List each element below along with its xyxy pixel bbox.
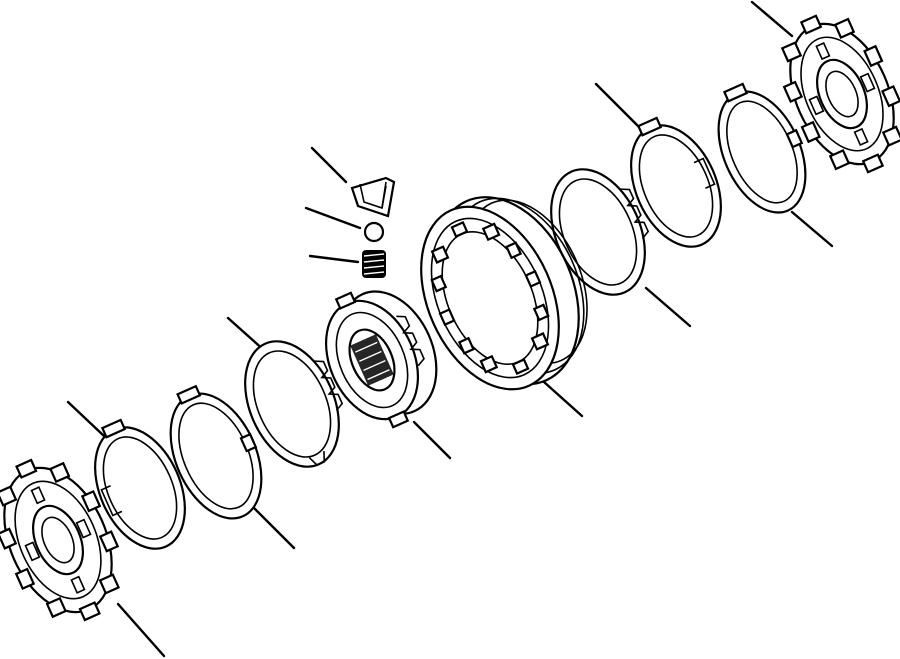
splined-gear-icon [780, 14, 900, 174]
hub-icon [324, 290, 438, 429]
key-icon [350, 176, 396, 218]
leader-lines [66, 0, 834, 658]
leader-line [412, 420, 452, 460]
sleeve-icon [420, 196, 588, 391]
cone-ring-icon [94, 418, 186, 550]
leader-line [644, 286, 692, 328]
leader-line [310, 146, 348, 184]
spring-icon [362, 250, 386, 278]
leader-line [542, 380, 584, 418]
cone-ring-icon [630, 116, 722, 248]
ball-icon [363, 221, 385, 243]
leader-line [750, 0, 794, 38]
leader-line [304, 206, 362, 230]
leader-line [116, 602, 166, 658]
splined-gear-icon [0, 458, 120, 622]
synchro-ring-icon [169, 384, 263, 520]
leader-line [790, 210, 834, 248]
leader-line [252, 506, 296, 550]
synchro-ring-icon [717, 82, 807, 214]
leader-line [66, 400, 106, 438]
toothed-ring-icon [550, 168, 650, 296]
leader-line [594, 82, 642, 130]
leader-line [308, 254, 360, 264]
toothed-ring-icon [244, 340, 344, 468]
